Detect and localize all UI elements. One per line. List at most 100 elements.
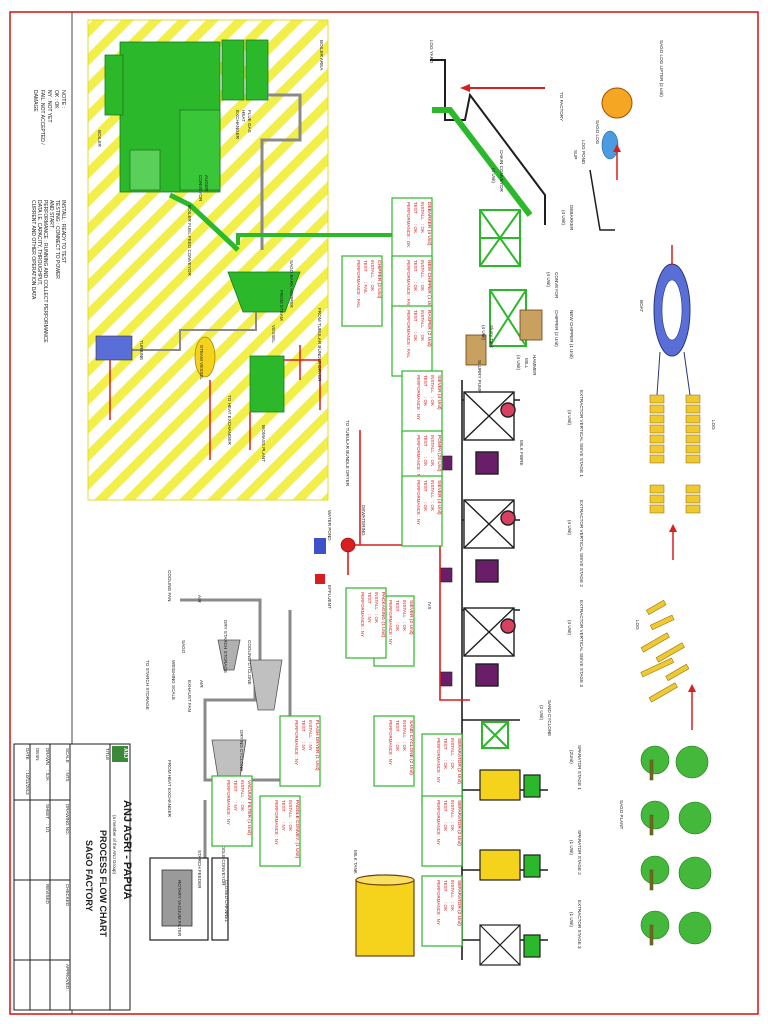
equipment-label: (4 Unit) — [516, 355, 521, 371]
status-box-line: : OK — [370, 282, 375, 291]
status-box-line: PERFORMANCE : NY — [416, 375, 421, 420]
status-box-frame — [421, 733, 463, 805]
status-box-title: SAND CYCLONE (2 Unit) — [408, 720, 414, 775]
status-box-title: PACKAGING (1 Unit) — [380, 592, 386, 638]
drawn-value: : SJA — [45, 770, 50, 781]
equipment-label: LOG POND — [581, 140, 586, 165]
status-box — [259, 795, 301, 867]
flow-arrowheads-right — [613, 144, 696, 692]
status-box-frame — [391, 305, 433, 377]
note-legend-line: CURRENT AND OTHER OPERATION DATA — [30, 200, 36, 300]
status-box — [391, 305, 433, 377]
status-box-line: INSTALL — [370, 260, 375, 278]
equipment-label: DRY STARCH STORAGE — [223, 620, 228, 673]
scale-value: : NTS — [65, 770, 70, 782]
debarker — [479, 209, 521, 267]
approved-label: APPROVED : — [65, 964, 70, 992]
desn-label: DESN — [35, 748, 40, 761]
equipment-label: DRYING CYCLONE — [239, 730, 244, 771]
equipment-label: DEWATERING — [361, 505, 366, 536]
extractor-stage-3 — [463, 607, 516, 687]
equipment-label: SAGO LOG LIFTER (2 unit) — [659, 40, 664, 97]
equipment-label: AIR — [199, 680, 204, 688]
boat — [653, 263, 691, 357]
equipment-label: SPARATOR STAGE 2 — [577, 830, 582, 875]
equipment-label: CHAIN CONVEYOR — [499, 150, 504, 193]
log-pond — [589, 169, 615, 231]
company-name: ANJ AGRI - PAPUA — [121, 800, 133, 900]
status-box-title: PADDLE CONVEY. (1 Unit) — [294, 800, 300, 859]
equipment-label: EXTRACTOR VERTICAL SIEVE STAGE 3 — [579, 600, 584, 687]
note-legend-line: AND START — [48, 200, 54, 228]
status-box-title: SIEVER (4 Unit) — [436, 375, 442, 410]
title-label: TITLE — [105, 748, 110, 760]
equipment-label: SAGO PLANT — [619, 800, 624, 830]
equipment-label: Slurry Tank — [489, 325, 494, 349]
status-box-line: TEST — [363, 260, 368, 272]
date-label: DATE — [25, 748, 30, 760]
equipment-label: WEIGHING SCALE — [171, 660, 176, 700]
status-box-frame — [373, 715, 415, 787]
status-box-line: : NY — [233, 802, 238, 811]
equipment-label: EXTRACTOR VERTICAL SIEVE STAGE 2 — [579, 500, 584, 587]
status-box-line: TEST — [301, 720, 306, 732]
checked-label: CHECKED — [65, 884, 70, 907]
equipment-label: FROM STEAM — [279, 290, 284, 321]
equipment-label: BOILER AREA — [319, 40, 324, 71]
equipment-label: SPARATOR STAGE 1 — [577, 745, 582, 790]
status-box-line: : OK — [374, 614, 379, 623]
cooling-cyclone — [249, 659, 283, 711]
equipment-label: IVS — [427, 602, 432, 609]
status-box-frame — [341, 255, 383, 327]
status-box-line: TEST — [395, 600, 400, 612]
slurry-pumps — [439, 455, 453, 687]
equipment-label: COOLING FAN — [167, 570, 172, 601]
status-box — [345, 587, 387, 659]
status-box-line: : OK — [402, 742, 407, 751]
status-box-title: FLASH DRYER (1 Unit) — [314, 720, 320, 771]
scale-label: SCALE — [65, 748, 70, 763]
equipment-label: AIR — [197, 595, 202, 603]
status-box-line: INSTALL — [430, 480, 435, 498]
boiler-fuel-feed-conveyor — [168, 192, 240, 252]
flue-duct — [260, 93, 302, 250]
equipment-label: STEAM VESSEL — [199, 345, 204, 380]
status-box-line: : OK — [450, 760, 455, 769]
status-box-line: PERFORMANCE : FAIL — [406, 310, 411, 359]
status-box — [211, 775, 253, 847]
status-box-line: : OK — [450, 822, 455, 831]
status-box-line: TEST — [413, 202, 418, 214]
status-box-line: PERFORMANCE : NY — [226, 780, 231, 825]
new-chipper — [519, 309, 543, 341]
status-box-line: INSTALL — [450, 880, 455, 898]
status-box-line: : OK — [395, 742, 400, 751]
status-box-line: : OK — [395, 622, 400, 631]
equipment-label: LOG — [635, 620, 640, 630]
sago-palms — [640, 745, 712, 946]
status-box-line: PERFORMANCE : NY — [416, 435, 421, 480]
equipment-label: EXTRACTOR STAGE 3 — [577, 900, 582, 949]
sago-bark-hopper — [227, 271, 301, 313]
status-box-line: PERFORMANCE : OK — [406, 202, 411, 247]
equipment-label: EFFLUENT — [327, 585, 332, 609]
status-box-line: PERFORMANCE : NY — [294, 720, 299, 765]
status-box-title: SIEVER (2 Unit) — [408, 600, 414, 635]
note-line: DAMAGE — [32, 90, 38, 112]
status-box-line: : OK — [430, 397, 435, 406]
status-box-title: SEPARATOR (2 Unit) — [456, 738, 462, 784]
drawing-no-label: DRAWING NO. — [65, 804, 70, 835]
revised-label: REVISED — [45, 884, 50, 905]
status-box-title: VACUUM FILTER (1 Unit) — [246, 780, 252, 835]
status-box-title: DEBARKER (4 Unit) — [426, 202, 432, 246]
sheet-value: : 1/1 — [45, 824, 50, 833]
status-box-frame — [345, 587, 387, 659]
status-box-title: SIEVER (4 Unit) — [436, 480, 442, 515]
slurry-tank — [465, 334, 487, 366]
equipment-label: DEBARKER — [569, 205, 574, 231]
steam-line — [128, 312, 257, 351]
equipment-label: LOG — [711, 420, 716, 430]
status-box-line: : OK — [443, 760, 448, 769]
status-box-title: NEW CHIPPER (1 Unit) — [426, 260, 432, 311]
status-box-frame — [421, 795, 463, 867]
anj-logo — [112, 746, 128, 762]
